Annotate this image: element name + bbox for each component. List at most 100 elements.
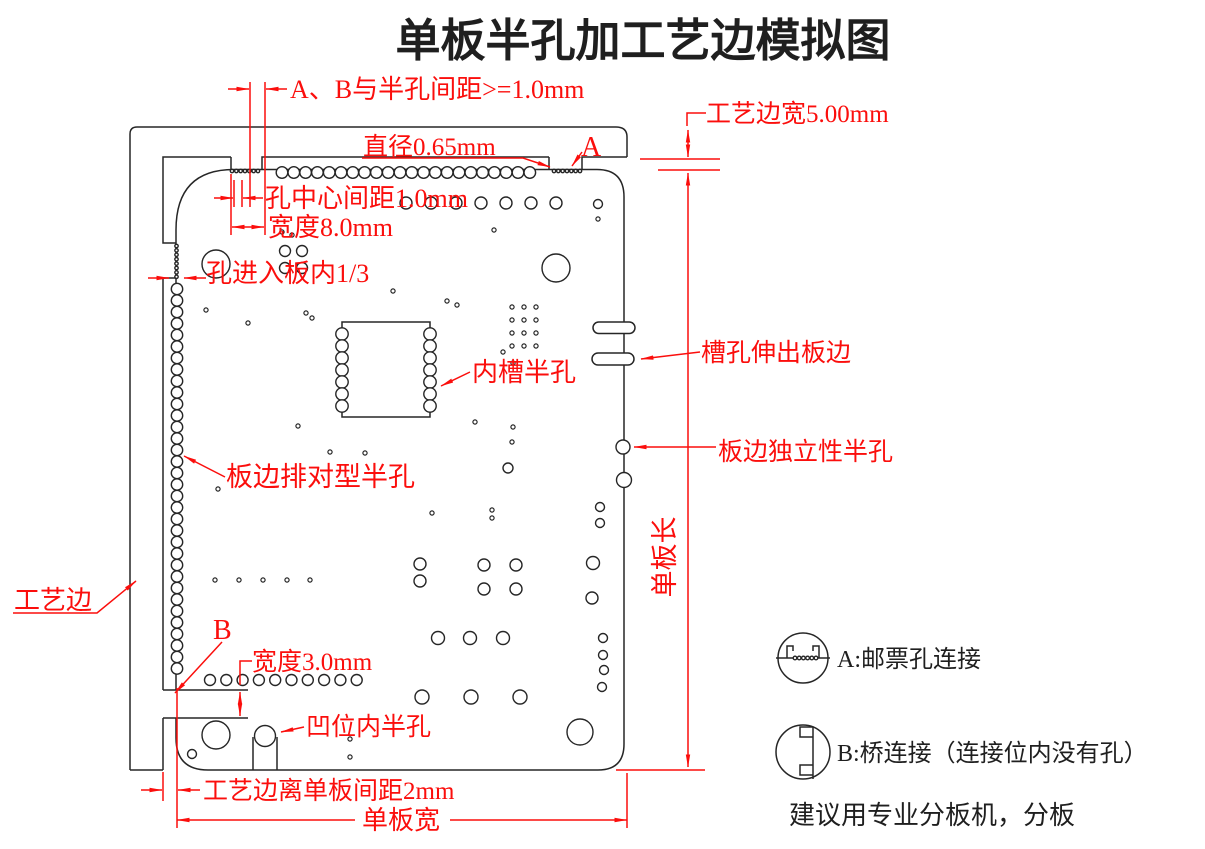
hole-circle <box>170 340 184 353</box>
hole-circle <box>242 168 248 174</box>
hole-circle <box>440 165 454 179</box>
hole-circle <box>289 232 295 238</box>
hole-circle <box>592 198 604 210</box>
hole-circle <box>477 582 491 596</box>
label-process-edge: 工艺边 <box>14 586 92 615</box>
hole-circle <box>487 165 501 179</box>
label-hole-into-board: 孔进入板内1/3 <box>206 259 369 288</box>
hole-circle <box>413 557 427 571</box>
hole-circle <box>327 449 333 455</box>
hole-circle <box>279 229 285 235</box>
hole-circle <box>423 399 437 413</box>
hole-circle <box>335 339 349 353</box>
label-b: B <box>213 615 232 646</box>
hole-circle <box>423 327 437 341</box>
hole-circle <box>597 632 609 644</box>
hole-circle <box>170 570 184 583</box>
hole-circle <box>615 471 633 489</box>
hole-circle <box>170 616 184 629</box>
hole-circle <box>551 168 557 174</box>
hole-circle <box>533 304 539 310</box>
hole-circle <box>423 387 437 401</box>
hole-circle <box>476 165 490 179</box>
legend-note: 建议用专业分板机，分板 <box>789 801 1075 830</box>
legend-a-label: A:邮票孔连接 <box>837 646 981 673</box>
hole-circle <box>229 168 235 174</box>
hole-circle <box>509 582 523 596</box>
hole-circle <box>170 604 184 618</box>
hole-circle <box>170 501 184 514</box>
hole-circle <box>472 419 478 425</box>
label-slot-beyond: 槽孔伸出板边 <box>701 339 851 367</box>
hole-circle <box>428 165 442 179</box>
legend-icon-bridge <box>775 724 831 780</box>
hole-circle <box>347 754 353 760</box>
hole-circle <box>813 655 819 661</box>
hole-circle <box>174 269 179 275</box>
hole-circle <box>413 574 427 588</box>
label-hole-pitch: 孔中心间距1.0mm <box>265 184 468 213</box>
hole-circle <box>201 249 231 279</box>
hole-circle <box>477 558 491 572</box>
hole-circle <box>549 196 563 210</box>
hole-circle <box>499 165 513 179</box>
hole-circle <box>278 261 292 275</box>
hole-circle <box>423 351 437 365</box>
hole-circle <box>220 673 233 687</box>
hole-circle <box>452 165 466 179</box>
hole-circle <box>796 655 802 661</box>
hole-circle <box>800 655 806 661</box>
board-outline <box>175 168 625 771</box>
hole-circle <box>414 689 430 705</box>
hole-circle <box>500 349 506 355</box>
hole-circle <box>423 363 437 377</box>
hole-circle <box>253 724 277 748</box>
hole-circle <box>509 304 515 310</box>
hole-circle <box>594 517 606 529</box>
hole-circle <box>499 196 513 210</box>
hole-circle <box>215 486 221 492</box>
edge-slots <box>591 321 636 366</box>
hole-circle <box>449 196 463 210</box>
hole-circle <box>275 165 289 179</box>
hole-circle <box>335 399 349 413</box>
hole-circle <box>170 558 184 572</box>
hole-circle <box>322 165 336 179</box>
hole-circle <box>285 673 298 687</box>
hole-circle <box>454 302 460 308</box>
hole-circle <box>201 720 231 750</box>
label-edge-width: 工艺边宽5.00mm <box>706 100 889 128</box>
hole-circle <box>512 689 528 705</box>
label-edge-row: 板边排对型半孔 <box>226 462 415 492</box>
hole-circle <box>174 274 179 280</box>
hole-circle <box>310 165 324 179</box>
label-inner-slot: 内槽半孔 <box>472 358 576 387</box>
hole-circle <box>444 298 450 304</box>
hole-circle <box>521 317 527 323</box>
hole-circle <box>170 420 184 434</box>
dimension-lines <box>13 82 720 828</box>
hole-circle <box>564 168 570 174</box>
hole-circle <box>350 673 363 687</box>
hole-circle <box>521 304 527 310</box>
hole-circle <box>170 478 184 491</box>
hole-circle <box>295 423 301 429</box>
hole-circle <box>170 535 184 549</box>
hole-circle <box>362 450 368 456</box>
hole-circle <box>170 351 184 365</box>
hole-circle <box>252 673 266 687</box>
hole-circle <box>430 630 446 646</box>
label-notch-width: 宽度3.0mm <box>252 648 373 676</box>
hole-circle <box>417 165 431 179</box>
hole-circle <box>615 439 631 455</box>
diagram-title: 单板半孔加工艺边模拟图 <box>395 16 890 66</box>
hole-circle <box>299 165 313 179</box>
hole-circle <box>510 424 516 430</box>
hole-circle <box>255 168 261 174</box>
hole-circle <box>170 328 184 342</box>
hole-circle <box>509 343 515 349</box>
hole-circle <box>335 363 349 377</box>
hole-circle <box>521 343 527 349</box>
hole-circle <box>566 718 594 746</box>
hole-circle <box>170 397 184 411</box>
